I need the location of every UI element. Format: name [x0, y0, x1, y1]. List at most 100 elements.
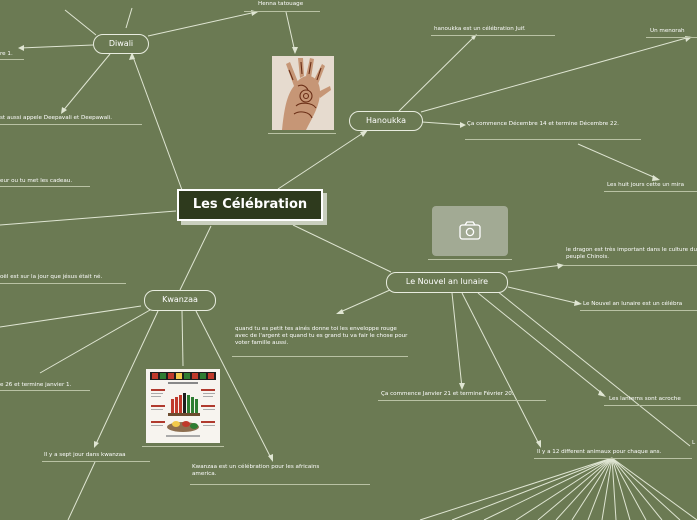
- underline-henna: [244, 11, 320, 12]
- leaf-henna[interactable]: Henna tatouage: [258, 1, 304, 7]
- connector-root-nouvel: [292, 224, 392, 273]
- arrow-nouvel-dates: [459, 383, 465, 390]
- connector-kwanzaa-days: [94, 310, 159, 447]
- arrow-diwali: [129, 52, 135, 60]
- connector-animaux-fan-13: [611, 457, 663, 520]
- underline-hanoukka-dates: [465, 139, 641, 140]
- connector-arrowheads: [18, 10, 692, 462]
- leaf-hanoukka-def[interactable]: hanoukka est un célébration Juif.: [434, 26, 526, 32]
- underline-nouvel-def: [580, 310, 697, 311]
- underline-kwanzaa-desc: [190, 484, 370, 485]
- underline-kwanzaa-date: [0, 390, 90, 391]
- leaf-animaux[interactable]: Il y a 12 different animaux pour chaque …: [537, 449, 662, 455]
- leaf-noel[interactable]: oël est sur la jour que jésus était né.: [0, 274, 103, 280]
- underline-camera: [428, 259, 512, 260]
- connector-henna: [285, 11, 296, 53]
- camera-icon: [459, 221, 481, 240]
- connector-animaux-fan-8: [587, 457, 613, 520]
- leaf-gifts[interactable]: eur ou tu met les cadeau.: [0, 178, 73, 184]
- connector-animaux-fan-11: [611, 457, 631, 520]
- leaf-menorah[interactable]: Un menorah: [650, 28, 685, 34]
- connector-kwanzaa-left: [0, 305, 142, 328]
- underline-gifts: [0, 186, 90, 187]
- branch-hanoukka[interactable]: Hanoukka: [349, 111, 423, 131]
- underline-hanoukka-def: [431, 35, 555, 36]
- connector-nouvel-lanterns: [477, 292, 605, 396]
- underline-noel: [0, 283, 126, 284]
- underline-enveloppe: [232, 356, 408, 357]
- connector-kwanzaa-desc: [195, 310, 273, 461]
- connector-kwanzaa-date: [39, 309, 151, 374]
- leaf-lanterns[interactable]: Les lanterns sont acroche: [609, 396, 681, 402]
- underline-diwali-alias: [0, 124, 142, 125]
- connector-huit-jours: [577, 143, 659, 180]
- arrow-nouvel-enveloppe: [336, 309, 344, 314]
- leaf-enveloppe[interactable]: quand tu es petit tes ainés donne toi le…: [235, 326, 408, 346]
- arrow-huit-jours: [652, 175, 660, 181]
- connector-hanoukka-def: [398, 35, 476, 112]
- leaf-diwali-date[interactable]: re 1.: [0, 51, 13, 57]
- connector-diwali-2: [61, 53, 111, 113]
- arrow-hanoukka: [360, 130, 368, 137]
- connector-kwanzaa-img: [181, 310, 184, 367]
- connector-animaux-fan-5: [537, 457, 613, 520]
- arrow-kwanzaa-desc: [268, 454, 273, 462]
- leaf-hanoukka-dates[interactable]: Ça commence Décembre 14 et termine Décem…: [467, 121, 619, 127]
- branch-kwanzaa[interactable]: Kwanzaa: [144, 290, 216, 311]
- connector-animaux-fan-2: [451, 457, 613, 520]
- animaux-fan-connectors: [419, 457, 697, 520]
- image-placeholder[interactable]: [432, 206, 508, 256]
- connector-root-left: [0, 210, 177, 226]
- connector-nouvel-dragon: [507, 264, 563, 273]
- connector-animaux-fan-6: [555, 457, 613, 520]
- kwanzaa-poster-drawing: [146, 369, 220, 443]
- arrow-kwanzaa-days: [94, 441, 99, 448]
- kwanzaa-poster-image[interactable]: [146, 369, 220, 443]
- branch-diwali[interactable]: Diwali: [93, 34, 149, 54]
- arrow-nouvel-def: [574, 300, 582, 306]
- leaf-nouvel-dates[interactable]: Ça commence Janvier 21 et termine Févrie…: [381, 391, 514, 397]
- leaf-kwanzaa-desc[interactable]: Kwanzaa est un célébration pour les afri…: [192, 464, 320, 477]
- connector-animaux-fan-9: [601, 457, 613, 520]
- arrow-diwali-2: [61, 107, 67, 114]
- connector-root-kwanzaa: [179, 225, 212, 291]
- connector-animaux-fan-1: [419, 457, 613, 520]
- henna-hands-image[interactable]: [272, 56, 334, 130]
- branch-nouvel-an-lunaire[interactable]: Le Nouvel an lunaire: [386, 272, 508, 293]
- connector-root-hanoukka: [277, 130, 367, 190]
- connector-nouvel-edge: [496, 290, 691, 447]
- connector-animaux-fan-12: [611, 457, 647, 520]
- connector-animaux-fan-3: [483, 457, 613, 520]
- connector-animaux-fan-15: [611, 457, 697, 520]
- leaf-diwali-alias[interactable]: st aussi appele Deepavali et Deepawali.: [0, 115, 113, 121]
- branch-kwanzaa-label: Kwanzaa: [162, 295, 198, 304]
- leaf-huit-jours[interactable]: Les huit jours cette un mira: [607, 182, 685, 188]
- leaf-kwanzaa-days[interactable]: Il y a sept jour dans kwanzaa: [44, 452, 126, 458]
- connector-nouvel-animaux: [461, 292, 541, 447]
- connector-animaux-fan-4: [515, 457, 613, 520]
- leaf-nouvel-def[interactable]: Le Nouvel an lunaire est un célébra: [583, 301, 683, 307]
- branch-hanoukka-label: Hanoukka: [366, 116, 406, 125]
- arrow-henna: [292, 47, 298, 54]
- underline-kwanzaa-days: [42, 461, 150, 462]
- underline-dragon: [563, 265, 697, 266]
- arrow-nouvel-dragon: [557, 263, 564, 269]
- root-topic[interactable]: Les Célébration: [177, 189, 323, 221]
- underline-hands: [268, 133, 336, 134]
- connector-nouvel-def: [507, 286, 581, 305]
- arrow-diwali-1: [18, 45, 24, 51]
- leaf-dragon[interactable]: le dragon est très important dans le cul…: [566, 247, 697, 260]
- underline-animaux: [534, 458, 692, 459]
- leaf-kwanzaa-date[interactable]: e 26 et termine janvier 1.: [0, 382, 72, 388]
- branch-diwali-label: Diwali: [108, 39, 134, 48]
- underline-huit-jours: [604, 191, 697, 192]
- connector-animaux-fan-10: [611, 457, 617, 520]
- underline-kwanzaa-img: [142, 446, 224, 447]
- branch-nouvel-an-label: Le Nouvel an lunaire: [405, 277, 489, 286]
- underline-menorah: [646, 37, 697, 38]
- connector-diwali-top: [147, 11, 257, 37]
- leaf-edge: L: [692, 440, 696, 446]
- underline-lanterns: [604, 405, 697, 406]
- connector-hanoukka-menorah: [420, 36, 691, 113]
